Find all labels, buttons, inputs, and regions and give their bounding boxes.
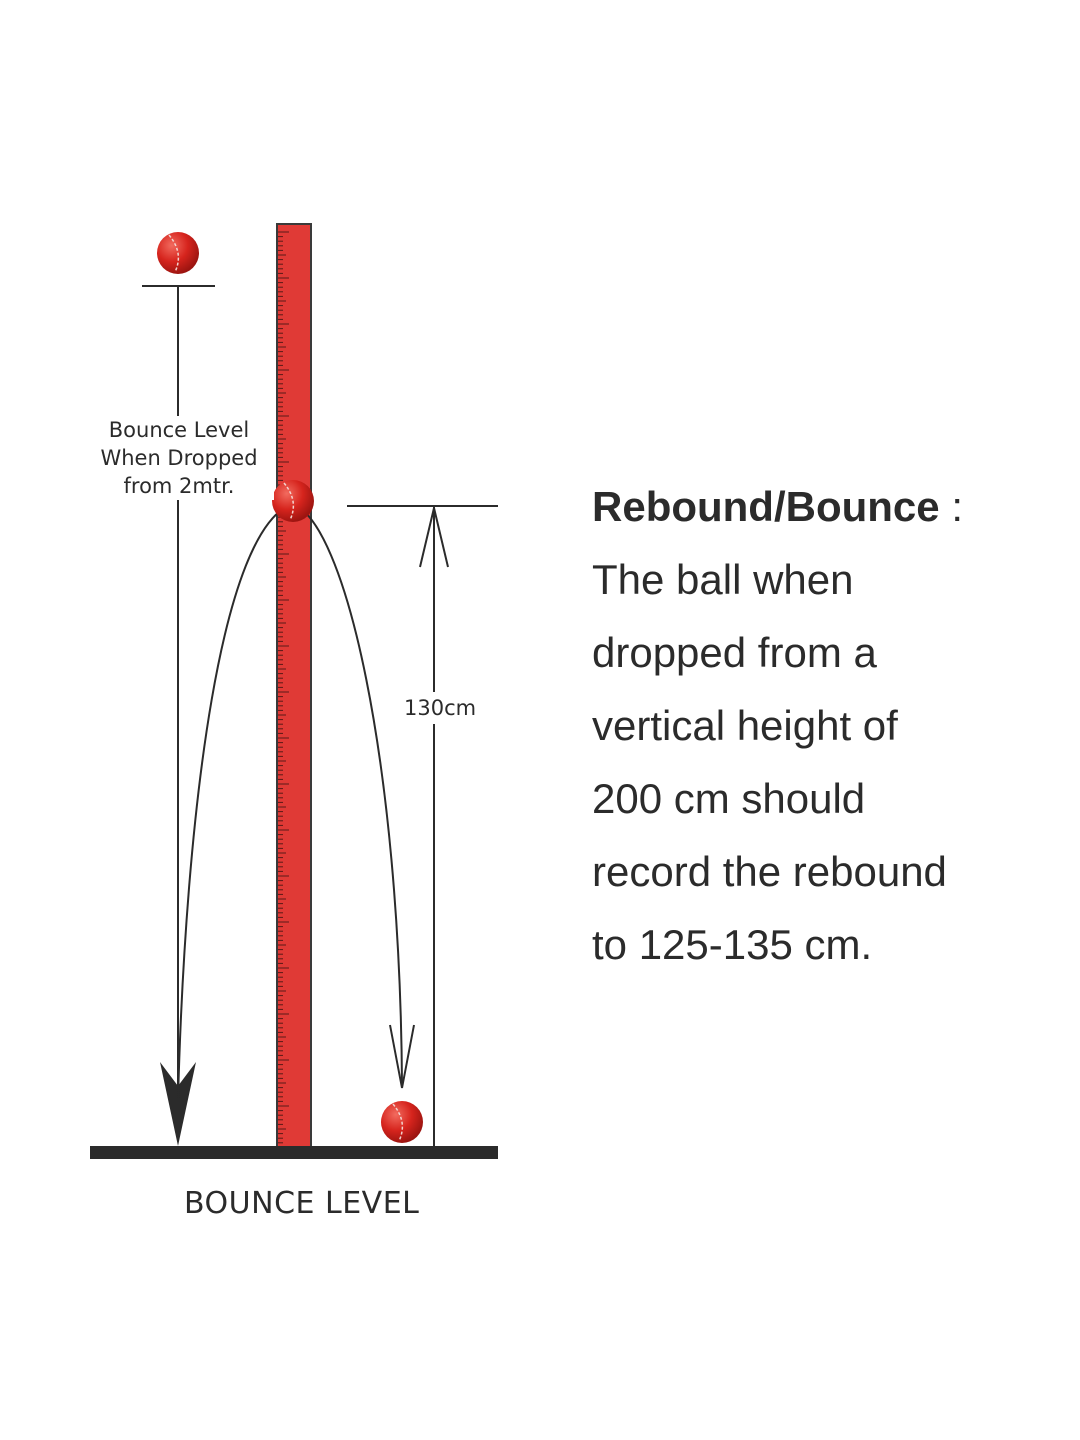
measuring-ruler (276, 223, 312, 1149)
description-line: to 125-135 cm. (592, 921, 873, 968)
description-line: dropped from a (592, 629, 877, 676)
bounce-level-label: BOUNCE LEVEL (184, 1186, 420, 1221)
ball-top (157, 232, 199, 274)
drop-height-label: Bounce Level When Dropped from 2mtr. (84, 416, 274, 500)
description-line: The ball when (592, 556, 854, 603)
ground-line (90, 1146, 498, 1159)
drop-label-line-3: from 2mtr. (123, 474, 235, 498)
ruler-ticks (278, 231, 289, 1144)
ball-peak (272, 480, 314, 522)
description-title: Rebound/Bounce (592, 483, 940, 530)
description-line: vertical height of (592, 702, 898, 749)
description-block: Rebound/Bounce : The ball when dropped f… (592, 470, 1062, 981)
drop-label-line-2: When Dropped (100, 446, 258, 470)
drop-label-line-1: Bounce Level (108, 418, 250, 442)
description-title-line: Rebound/Bounce : (592, 470, 1062, 543)
drop-arrow-head (160, 1062, 196, 1146)
rebound-height-label: 130cm (404, 692, 477, 724)
description-title-suffix: : (939, 483, 963, 530)
description-line: record the rebound (592, 848, 947, 895)
description-line: 200 cm should (592, 775, 866, 822)
ball-bottom (381, 1101, 423, 1143)
rebound-measure-arrow-head (419, 507, 449, 568)
rebound-arrow-head (389, 1024, 415, 1089)
